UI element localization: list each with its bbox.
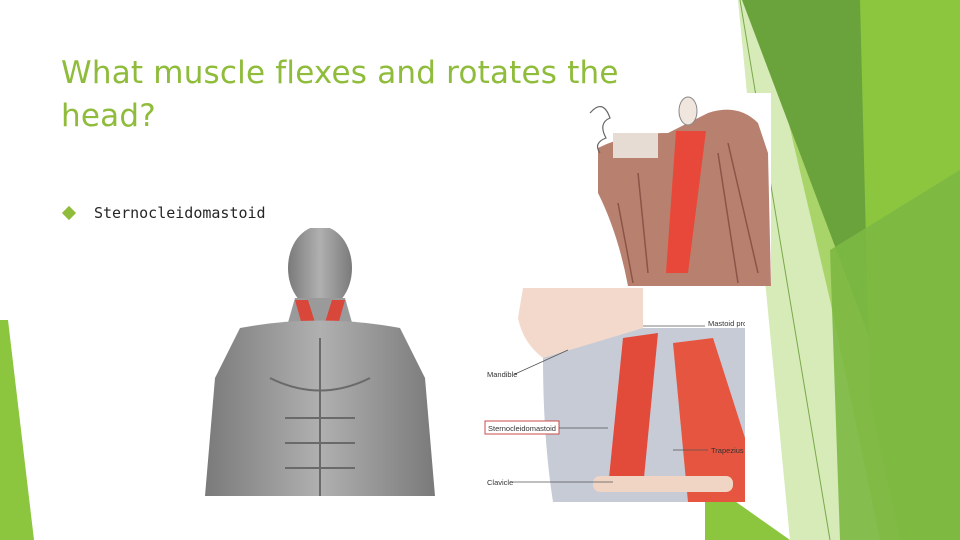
deco-thin-line bbox=[739, 0, 831, 540]
human-body-figure bbox=[200, 228, 450, 496]
figure-head bbox=[288, 228, 352, 310]
mandible-leader bbox=[514, 349, 569, 375]
muscle-striations bbox=[617, 142, 759, 284]
bullet-list: Sternocleidomastoid bbox=[60, 204, 266, 222]
slide-title: What muscle flexes and rotates the head? bbox=[61, 55, 619, 134]
label-sternocleidomastoid: Sternocleidomastoid bbox=[488, 424, 556, 433]
sternocleidomastoid-label-box bbox=[484, 420, 560, 435]
bullet-text: Sternocleidomastoid bbox=[94, 204, 266, 222]
deco-left-sliver bbox=[0, 320, 34, 540]
diamond-bullet-icon bbox=[61, 205, 77, 221]
neck-lateral-illustration bbox=[588, 93, 771, 286]
bone-label-area bbox=[613, 133, 658, 158]
sternocleidomastoid-highlight bbox=[666, 131, 706, 273]
trapezius-muscle bbox=[673, 338, 745, 502]
label-clavicle: Clavicle bbox=[487, 478, 513, 487]
ear-shape bbox=[678, 96, 698, 126]
neck-labeled-diagram: Mastoid process Mandible Sternocleidomas… bbox=[483, 288, 745, 502]
torso-definition bbox=[269, 338, 371, 496]
face-outline bbox=[589, 106, 611, 154]
label-mandible: Mandible bbox=[487, 370, 517, 379]
label-trapezius: Trapezius bbox=[711, 446, 744, 455]
bullet-item: Sternocleidomastoid bbox=[60, 204, 266, 222]
label-mastoid-process: Mastoid process bbox=[708, 319, 745, 328]
deco-shape-mid bbox=[830, 170, 960, 540]
clavicle-bone bbox=[593, 476, 733, 492]
sternocleidomastoid-muscle bbox=[608, 333, 658, 488]
